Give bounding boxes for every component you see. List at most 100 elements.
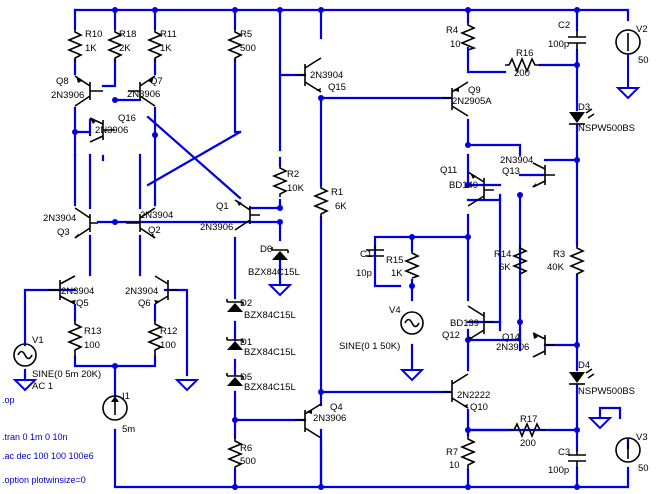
label-r3-value: 40K <box>547 262 565 273</box>
resistor-r10[interactable] <box>66 28 84 62</box>
label-v4-name: V4 <box>389 305 401 316</box>
label-r7-value: 10 <box>449 460 460 471</box>
label-r12-name: R12 <box>160 326 177 337</box>
transistor-q1[interactable] <box>234 199 260 231</box>
label-c3-name: C3 <box>558 447 570 458</box>
label-v3-value: 50 <box>638 463 649 474</box>
label-q1-name: Q1 <box>216 201 229 212</box>
resistor-r17[interactable] <box>510 421 545 439</box>
transistor-q2[interactable] <box>126 207 156 239</box>
resistor-r2[interactable] <box>271 165 289 197</box>
transistor-q6[interactable] <box>154 275 178 305</box>
label-q13-name: Q13 <box>502 166 520 177</box>
label-d3-model: NSPW500BS <box>578 123 635 134</box>
zener-d6[interactable] <box>271 247 289 260</box>
label-q16-model: 2N3906 <box>95 125 128 136</box>
label-v3-name: V3 <box>636 432 648 443</box>
transistor-q3[interactable] <box>74 207 98 239</box>
resistor-r12[interactable] <box>146 320 164 357</box>
wires <box>23 8 630 489</box>
zener-d5[interactable] <box>226 373 244 386</box>
label-c2-name: C2 <box>558 20 570 31</box>
transistor-q4[interactable] <box>295 403 322 439</box>
label-q8-name: Q8 <box>56 76 69 87</box>
voltage-source-v1[interactable] <box>13 343 37 367</box>
ground-symbol <box>615 54 641 100</box>
resistor-r6[interactable] <box>226 437 244 470</box>
ground-symbol <box>12 379 38 392</box>
label-d6-name: D6 <box>260 244 272 255</box>
label-v1-ac: AC 1 <box>32 381 53 392</box>
transistor-q5[interactable] <box>48 275 76 305</box>
directive-option[interactable]: .option plotwinsize=0 <box>2 475 86 485</box>
transistor-q8[interactable] <box>74 75 103 107</box>
label-r15-value: 1K <box>391 268 403 279</box>
resistor-r14[interactable] <box>511 245 529 275</box>
label-q3-name: Q3 <box>57 227 70 238</box>
label-q14-model: 2N3906 <box>496 342 529 353</box>
label-r1-name: R1 <box>331 187 343 198</box>
resistor-r5[interactable] <box>226 28 244 62</box>
transistor-q16[interactable] <box>89 117 115 143</box>
label-r17-name: R17 <box>520 414 537 425</box>
label-q3-model: 2N3904 <box>43 213 76 224</box>
capacitor-c3[interactable] <box>568 450 586 468</box>
resistor-r4[interactable] <box>459 22 477 51</box>
ground-symbol <box>267 284 293 297</box>
transistor-q7[interactable] <box>128 75 156 107</box>
resistor-r15[interactable] <box>403 250 421 279</box>
voltage-source-v4[interactable] <box>400 311 424 335</box>
label-r6-value: 500 <box>240 456 256 467</box>
current-source-i1[interactable] <box>102 395 128 421</box>
transistor-q14[interactable] <box>532 332 555 358</box>
transistor-q13[interactable] <box>532 162 555 188</box>
label-d5-model: BZX84C15L <box>244 382 296 393</box>
directive-ac[interactable]: .ac dec 100 100 100e6 <box>2 451 94 461</box>
label-v4-value: SINE(0 1 50K) <box>339 341 400 352</box>
transistor-q11[interactable] <box>467 171 494 207</box>
spice-directives: .op .tran 0 1m 0 10n .ac dec 100 100 100… <box>2 395 94 485</box>
directive-tran[interactable]: .tran 0 1m 0 10n <box>2 432 68 442</box>
label-r10-name: R10 <box>85 29 102 40</box>
transistor-q15[interactable] <box>295 57 322 93</box>
label-v1-value: SINE(0 5m 20K) <box>32 369 101 380</box>
label-d4-name: D4 <box>578 360 590 371</box>
capacitor-c2[interactable] <box>568 30 586 50</box>
resistor-r11[interactable] <box>146 28 164 62</box>
label-c2-value: 100p <box>548 39 569 50</box>
led-d4[interactable] <box>569 368 595 385</box>
ground-symbol <box>587 417 613 430</box>
resistor-r1[interactable] <box>312 185 330 217</box>
led-d3[interactable] <box>569 108 595 125</box>
zener-d2[interactable] <box>226 299 244 312</box>
label-q10-model: 2N2222 <box>457 390 490 401</box>
label-r5-name: R5 <box>240 29 252 40</box>
label-q7-model: 2N3906 <box>127 89 160 100</box>
label-r6-name: R6 <box>240 443 252 454</box>
label-r16-name: R16 <box>516 48 533 59</box>
label-i1-name: I1 <box>122 391 130 402</box>
label-q11-name: Q11 <box>440 165 457 176</box>
label-r7-name: R7 <box>446 447 458 458</box>
label-q12-name: Q12 <box>442 330 460 341</box>
resistor-r16[interactable] <box>505 56 540 74</box>
label-r14-value: 6K <box>499 262 511 273</box>
capacitor-c1[interactable] <box>366 245 384 257</box>
voltage-source-v3[interactable] <box>615 437 641 463</box>
label-r15-name: R15 <box>386 255 403 266</box>
resistor-r13[interactable] <box>66 320 84 357</box>
label-c1-value: 10p <box>356 268 372 279</box>
zener-d1[interactable] <box>226 337 244 350</box>
resistor-r3[interactable] <box>568 245 586 276</box>
transistor-q12[interactable] <box>467 305 494 341</box>
resistor-r18[interactable] <box>106 28 124 62</box>
transistor-q9[interactable] <box>442 81 469 117</box>
resistor-r7[interactable] <box>459 435 477 470</box>
label-v2-value: 50 <box>638 55 649 66</box>
label-q15-name: Q15 <box>328 82 346 93</box>
ground-symbol <box>174 379 200 392</box>
label-d1-name: D1 <box>240 337 252 348</box>
transistor-q10[interactable] <box>442 373 469 409</box>
directive-op[interactable]: .op <box>2 395 15 405</box>
